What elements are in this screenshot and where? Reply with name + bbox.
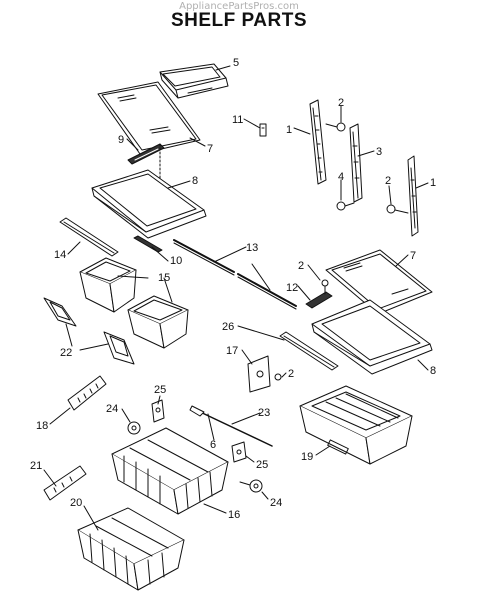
- part-8-shelf-top: [91, 169, 207, 239]
- part-7-glass-right: [325, 249, 433, 315]
- part-11-clip: [259, 123, 267, 137]
- part-16-wire-basket: [111, 427, 229, 515]
- callout-1: 1: [286, 124, 292, 136]
- part-22-bin-front-a: [43, 297, 77, 327]
- callout-8: 8: [192, 175, 198, 187]
- callout-5: 5: [233, 57, 239, 69]
- part-22-bin-front-b: [103, 331, 135, 365]
- part-20-wire-basket: [77, 507, 185, 591]
- callout-2: 2: [288, 368, 294, 380]
- callout-1: 1: [430, 177, 436, 189]
- part-13-rods: [173, 239, 297, 310]
- watermark-text: AppliancePartsPros.com: [179, 1, 299, 12]
- callout-23: 23: [258, 407, 270, 419]
- part-2-screw-b: [386, 204, 409, 214]
- callout-7: 7: [207, 143, 213, 155]
- part-21-rail: [43, 465, 87, 501]
- callout-18: 18: [36, 420, 48, 432]
- part-15-bin-lower: [127, 295, 189, 349]
- callout-10: 10: [170, 255, 182, 267]
- part-17-bracket: [247, 355, 282, 393]
- callout-24: 24: [106, 403, 118, 415]
- part-24-wheel-a: [127, 421, 141, 435]
- callout-2: 2: [298, 260, 304, 272]
- callout-14: 14: [54, 249, 66, 261]
- part-4-screw: [336, 201, 355, 211]
- part-15-bin-upper: [79, 257, 137, 313]
- callout-15: 15: [158, 272, 170, 284]
- callout-6: 6: [210, 439, 216, 451]
- part-3-rail: [349, 123, 363, 203]
- callout-11: 11: [232, 114, 243, 126]
- callout-25: 25: [154, 384, 166, 396]
- callout-25: 25: [256, 459, 268, 471]
- part-10-bar: [133, 235, 163, 253]
- callout-4: 4: [338, 171, 344, 183]
- callout-2: 2: [338, 97, 344, 109]
- part-1-rail-left: [309, 99, 327, 185]
- callout-8: 8: [430, 365, 436, 377]
- callout-20: 20: [70, 497, 82, 509]
- part-24-wheel-b: [239, 479, 263, 493]
- part-26-trim: [279, 331, 339, 371]
- callout-2: 2: [385, 175, 391, 187]
- part-1-rail-right: [407, 155, 419, 237]
- part-5-tray: [159, 63, 229, 99]
- part-18-rail: [67, 375, 107, 411]
- callout-16: 16: [228, 509, 240, 521]
- part-19-drawer: [299, 385, 413, 465]
- leader-lines: [43, 65, 429, 531]
- callout-labels: 5 7 9 8 11 1 2 3 4 2 1 14 10 13 15 2 7 1…: [30, 57, 436, 521]
- callout-21: 21: [30, 460, 42, 472]
- part-2-screw-a: [325, 122, 346, 132]
- callout-3: 3: [376, 146, 382, 158]
- page-title: SHELF PARTS: [170, 10, 308, 31]
- part-14-trim: [59, 217, 119, 257]
- callout-26: 26: [222, 321, 234, 333]
- callout-17: 17: [226, 345, 238, 357]
- callout-24: 24: [270, 497, 282, 509]
- callout-9: 9: [118, 134, 124, 146]
- callout-13: 13: [246, 242, 258, 254]
- part-8-shelf-right: [311, 299, 433, 375]
- part-7-glass-top: [97, 81, 201, 155]
- callout-19: 19: [301, 451, 313, 463]
- callout-7: 7: [410, 250, 416, 262]
- part-9-bracket: [127, 143, 165, 197]
- callout-12: 12: [286, 282, 298, 294]
- callout-22: 22: [60, 347, 72, 359]
- part-25-bracket-b: [231, 441, 247, 463]
- part-12-bracket: [305, 279, 333, 309]
